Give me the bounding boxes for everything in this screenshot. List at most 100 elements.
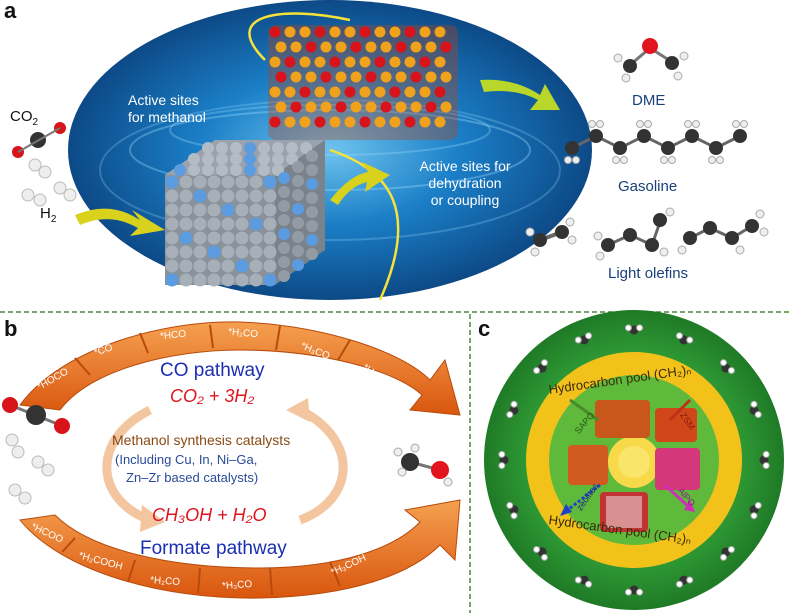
atom [278, 270, 290, 282]
atom [249, 273, 263, 287]
atom [306, 220, 318, 232]
atom [278, 200, 290, 212]
atom [269, 26, 281, 38]
atom [263, 175, 277, 189]
atom [434, 26, 446, 38]
atom [221, 273, 235, 287]
atom [249, 189, 263, 203]
atom [686, 576, 694, 584]
atom [314, 116, 326, 128]
alpo-cage [655, 448, 700, 490]
atom [750, 512, 758, 520]
atom [193, 231, 207, 245]
atom [278, 256, 290, 268]
atom [202, 153, 214, 165]
atom [263, 259, 277, 273]
zeolite-framework [268, 25, 458, 140]
atom [292, 203, 304, 215]
atom [193, 245, 207, 259]
atom [179, 259, 193, 273]
gasoline-label: Gasoline [618, 178, 678, 195]
atom [258, 142, 270, 154]
atom [165, 217, 179, 231]
atom [374, 26, 386, 38]
atom [275, 101, 287, 113]
h2-label: H2 [40, 205, 57, 225]
atom [292, 217, 304, 229]
atom [165, 203, 179, 217]
atom [292, 245, 304, 257]
atom [193, 175, 207, 189]
atom [284, 86, 296, 98]
atom [263, 231, 277, 245]
atom [290, 101, 302, 113]
bottom-arc-item-3: *H₃CO [221, 578, 253, 593]
atom [727, 366, 735, 374]
panel-label-b: b [4, 316, 18, 341]
atom [585, 580, 593, 588]
atom [292, 259, 304, 271]
atom [425, 41, 437, 53]
atom [410, 71, 422, 83]
atom [636, 588, 644, 596]
atom [510, 400, 518, 408]
atom [410, 101, 422, 113]
atom [235, 259, 249, 273]
atom [365, 71, 377, 83]
h2-molecules-a [21, 158, 77, 207]
arrow-to-zeolite [330, 162, 390, 205]
atom [762, 462, 770, 470]
atom [661, 141, 675, 155]
atom [278, 228, 290, 240]
atom [230, 164, 242, 176]
atom [202, 164, 214, 176]
atom [596, 120, 604, 128]
atom [636, 324, 644, 332]
atom [359, 86, 371, 98]
atom [216, 142, 228, 154]
atom [249, 217, 263, 231]
atom [278, 242, 290, 254]
atom [440, 101, 452, 113]
atom [350, 101, 362, 113]
atom [727, 546, 735, 554]
atom [395, 41, 407, 53]
atom [380, 41, 392, 53]
atom [207, 189, 221, 203]
atom [637, 129, 651, 143]
atom [565, 141, 579, 155]
atom [692, 120, 700, 128]
atom [329, 86, 341, 98]
atom [221, 217, 235, 231]
atom [624, 588, 632, 596]
atom [179, 189, 193, 203]
atom [329, 56, 341, 68]
atom [165, 231, 179, 245]
methanol-molecule-b [393, 443, 453, 487]
atom [292, 189, 304, 201]
atom [344, 56, 356, 68]
atom [244, 142, 256, 154]
atom [244, 153, 256, 165]
atom [306, 164, 318, 176]
atom [585, 332, 593, 340]
atom [306, 150, 318, 162]
atom [275, 41, 287, 53]
atom [498, 450, 506, 458]
atom [419, 26, 431, 38]
atom [235, 245, 249, 259]
co2-molecule-a [12, 122, 66, 158]
atom [230, 142, 242, 154]
atom [740, 120, 748, 128]
atom [306, 192, 318, 204]
atom [306, 248, 318, 260]
atom [335, 41, 347, 53]
atom [230, 153, 242, 165]
atom [754, 411, 762, 419]
atom [286, 142, 298, 154]
atom [235, 175, 249, 189]
atom [720, 553, 728, 561]
arrow-into-cube [75, 208, 165, 236]
co2-molecule-b [2, 397, 70, 434]
atom [365, 41, 377, 53]
